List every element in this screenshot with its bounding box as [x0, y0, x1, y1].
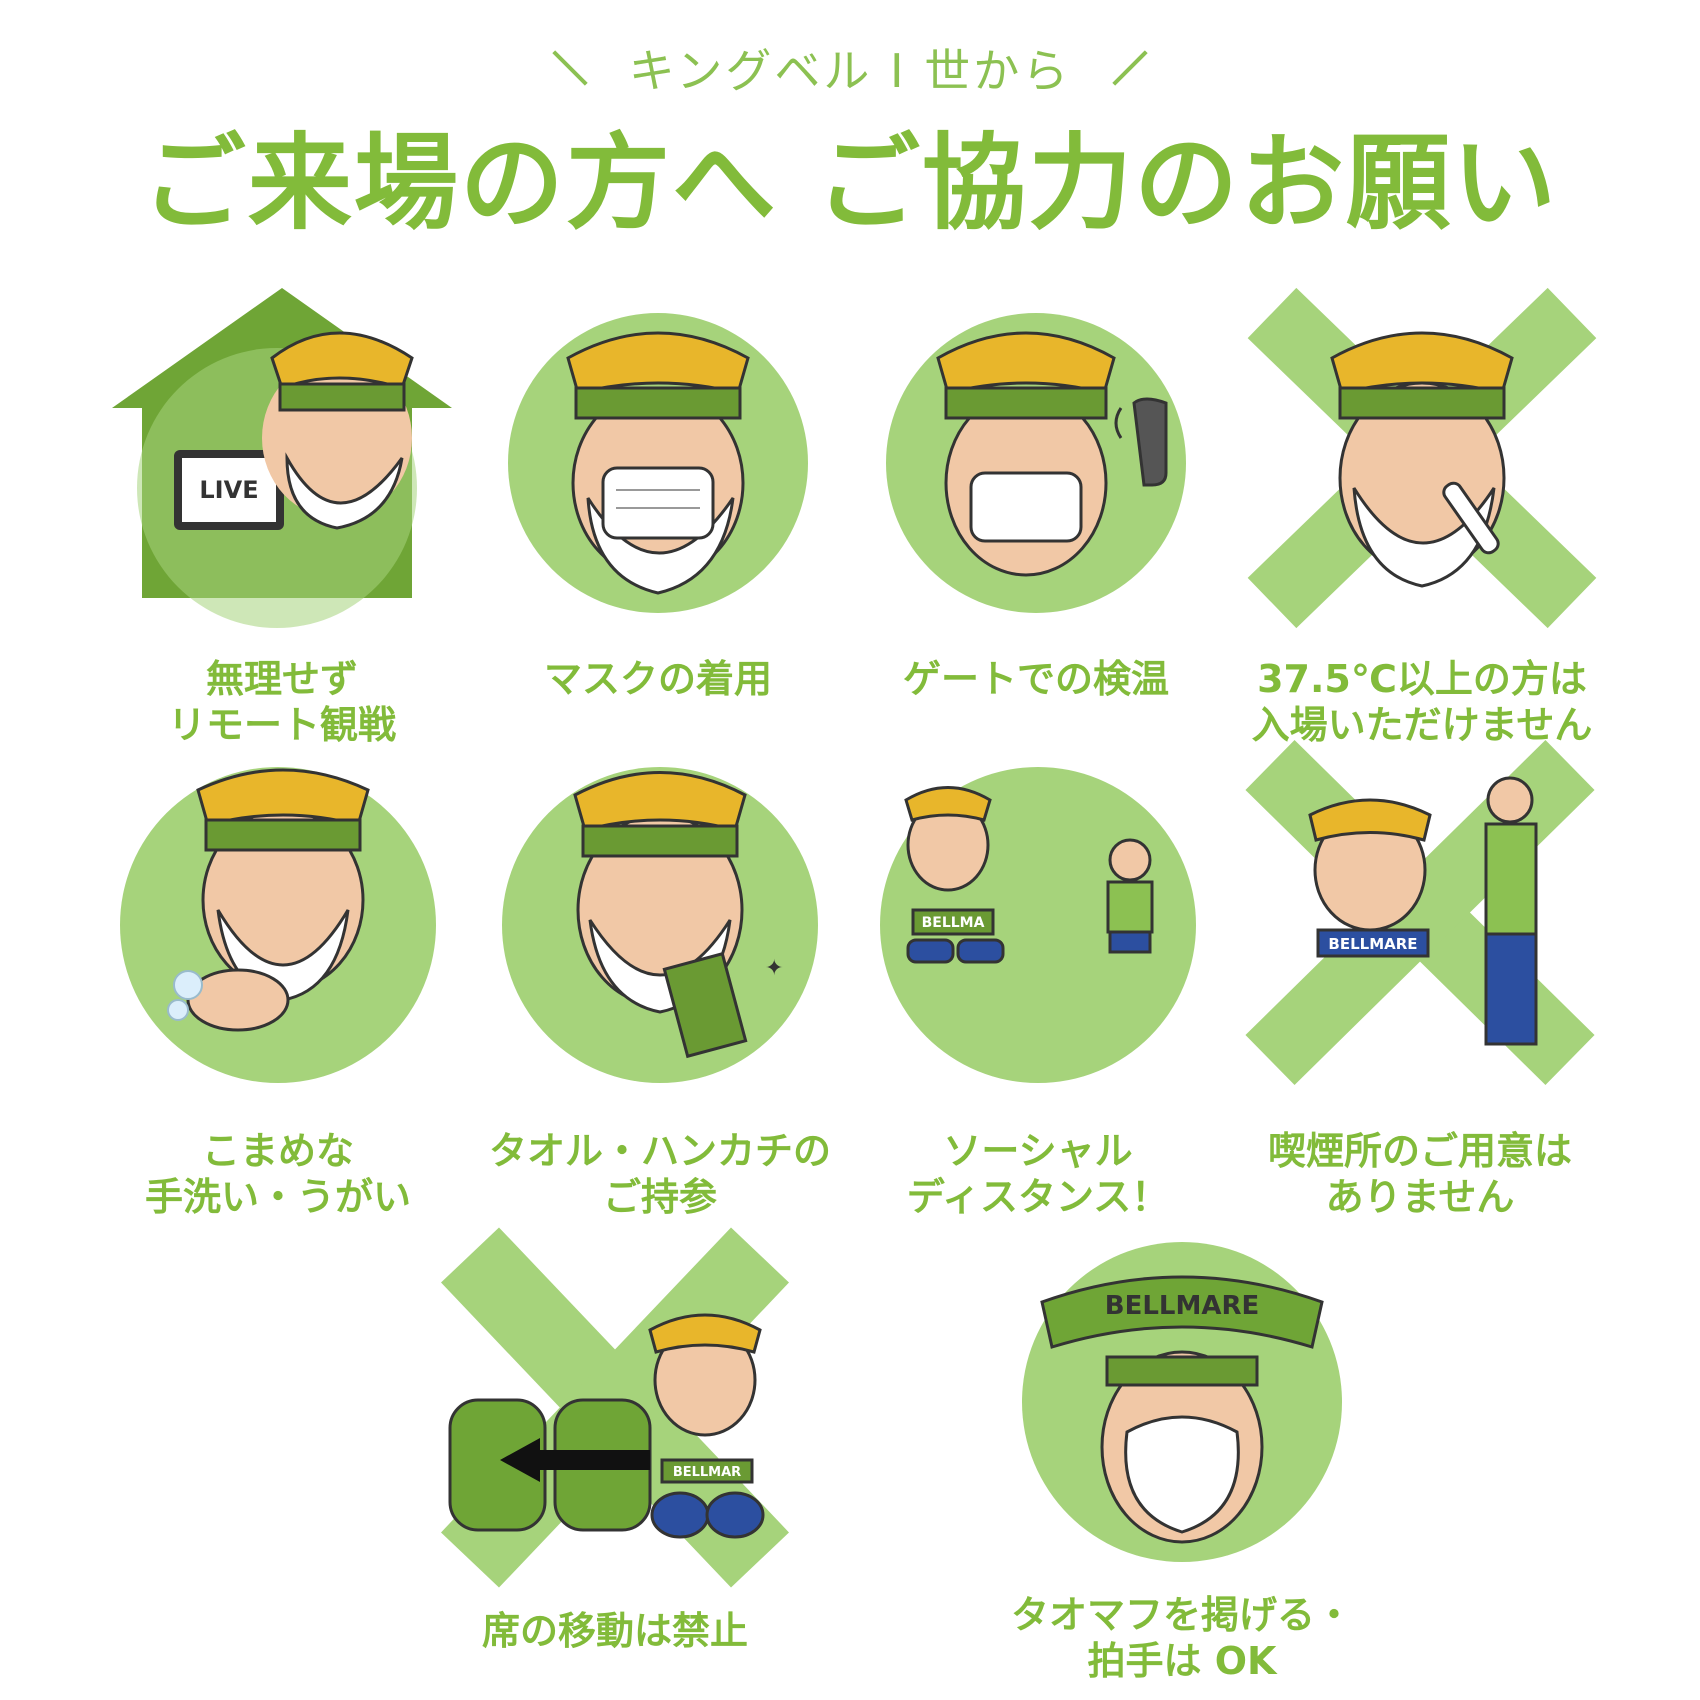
subtitle: キングベル I 世から	[628, 44, 1072, 98]
caption-social-distance: ソーシャルディスタンス！	[906, 1129, 1170, 1219]
svg-text:✦: ✦	[765, 956, 783, 981]
live-screen-text: LIVE	[199, 476, 258, 504]
item-handwashing: こまめな手洗い・うがい	[118, 760, 438, 1219]
caption-no-smoking-area: 喫煙所のご用意はありません	[1267, 1129, 1572, 1219]
item-towel-clapping-ok: BELLMARE タオマフを掲げる・拍手は OK	[1011, 1232, 1353, 1683]
social-distance-icon: BELLMA	[880, 767, 1196, 1083]
caption-towel-clapping-ok: タオマフを掲げる・拍手は OK	[1010, 1593, 1353, 1683]
seat-move-cross-icon: BELLMAR	[441, 1227, 789, 1588]
caption-gate-temperature: ゲートでの検温	[902, 657, 1169, 701]
banner-text: BELLMARE	[1105, 1291, 1260, 1321]
caption-no-seat-moving: 席の移動は禁止	[481, 1609, 748, 1653]
slash-right-decoration	[1112, 50, 1148, 86]
mask-icon	[508, 313, 808, 613]
item-social-distance: BELLMA ソーシャルディスタンス！	[878, 760, 1198, 1219]
caption-mask: マスクの着用	[543, 657, 772, 701]
item-no-smoking-area: BELLMARE 喫煙所のご用意はありません	[1245, 740, 1595, 1219]
item-mask: マスクの着用	[498, 308, 818, 708]
belt-text: BELLMARE	[1328, 935, 1417, 953]
caption-towel-handkerchief: タオル・ハンカチのご持参	[488, 1129, 831, 1219]
belt-text: BELLMAR	[673, 1465, 741, 1480]
towel-icon: ✦	[502, 767, 818, 1083]
belt-text: BELLMA	[922, 915, 985, 931]
item-towel-handkerchief: ✦ タオル・ハンカチのご持参	[489, 760, 831, 1219]
thermometer-gun-icon	[886, 313, 1186, 613]
item-fever-no-entry: 37.5℃以上の方は入場いただけません	[1247, 287, 1597, 747]
no-smoking-cross-icon: BELLMARE	[1245, 740, 1595, 1085]
house-live-icon: LIVE	[112, 288, 452, 628]
subtitle-row: キングベル I 世から	[0, 38, 1700, 98]
slash-left-decoration	[552, 50, 588, 86]
caption-fever-no-entry: 37.5℃以上の方は入場いただけません	[1251, 657, 1593, 747]
caption-remote-viewing: 無理せずリモート観戦	[167, 657, 396, 747]
page-title: ご来場の方へ ご協力のお願い	[141, 122, 1559, 244]
item-gate-temperature: ゲートでの検温	[876, 308, 1196, 708]
caption-handwashing: こまめな手洗い・うがい	[144, 1129, 411, 1219]
item-remote-viewing: LIVE 無理せずリモート観戦	[112, 288, 452, 747]
handwash-icon	[120, 767, 436, 1083]
towel-muffler-icon: BELLMARE	[1022, 1242, 1342, 1562]
item-no-seat-moving: BELLMAR 席の移動は禁止	[441, 1227, 789, 1670]
fever-cross-icon	[1247, 287, 1597, 629]
